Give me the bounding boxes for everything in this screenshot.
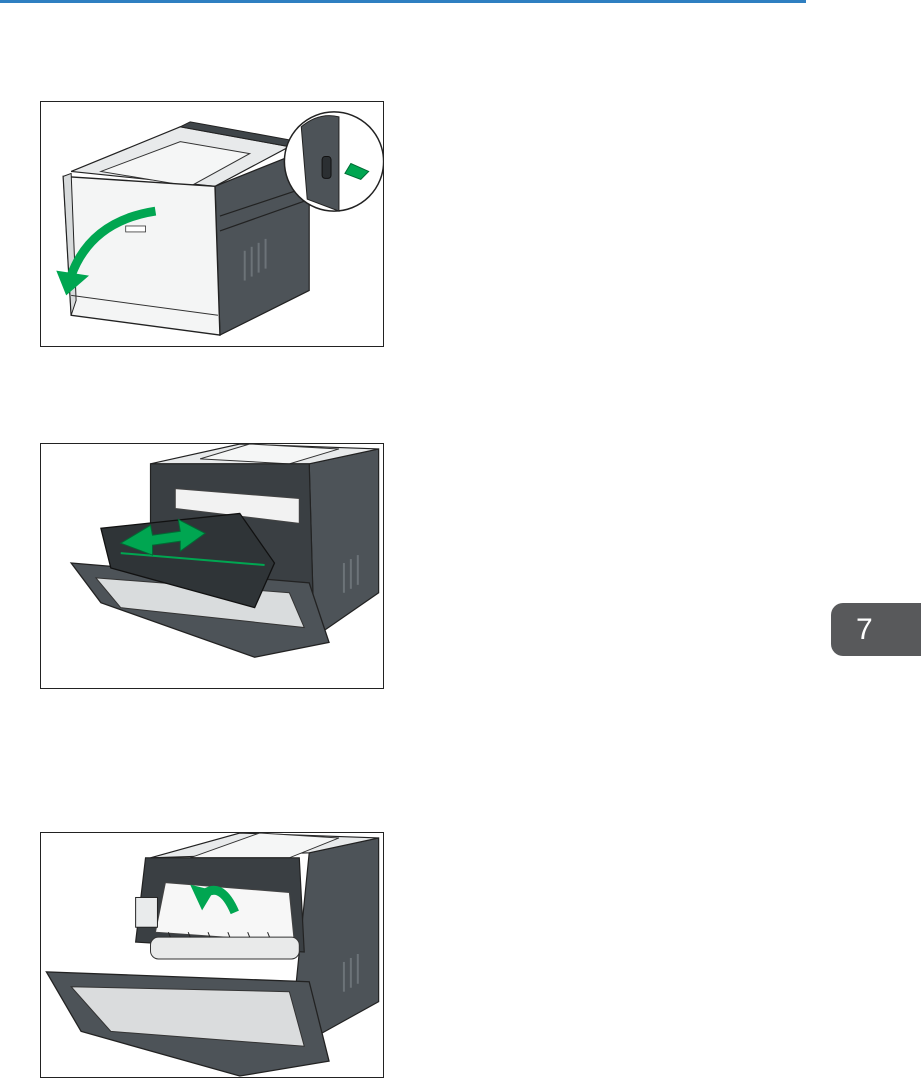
printer-front-cover-icon (41, 102, 383, 346)
chapter-tab: 7 (831, 603, 921, 656)
header-rule (0, 0, 806, 3)
figure-remove-cartridge (40, 443, 384, 689)
figure-lift-guide (40, 832, 384, 1078)
paper-guide-icon (41, 833, 383, 1077)
print-cartridge-icon (41, 444, 383, 688)
figure-open-front-cover (40, 101, 384, 347)
